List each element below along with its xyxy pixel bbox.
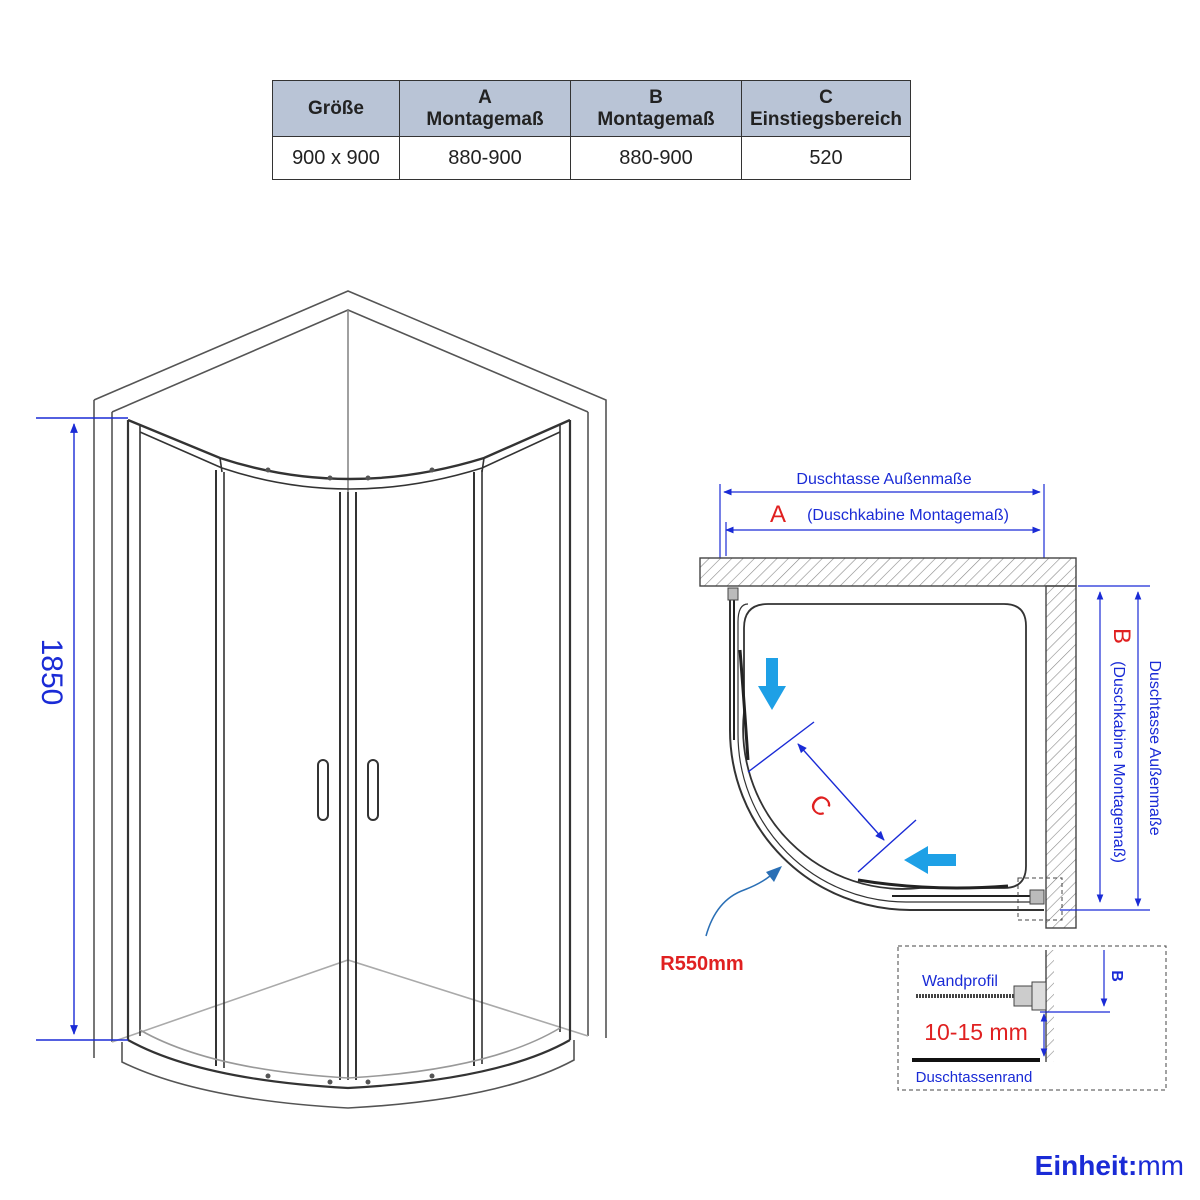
header-a-letter: A — [478, 86, 492, 108]
header-a-label: Montagemaß — [426, 108, 544, 130]
dim-a-letter: A — [770, 501, 786, 528]
plan-view: Duschtasse Außenmaße A (Duschkabine Mont… — [660, 471, 1163, 975]
cell-size: 900 x 900 — [272, 136, 400, 180]
gap-label: 10-15 mm — [924, 1019, 1028, 1045]
height-label: 1850 — [35, 639, 68, 706]
wandprofil-label: Wandprofil — [922, 973, 998, 990]
unit-label-key: Einheit: — [1034, 1150, 1138, 1181]
height-dimension — [36, 417, 128, 1041]
header-c-letter: C — [819, 86, 833, 108]
cell-c: 520 — [741, 136, 911, 180]
header-size: Größe — [272, 80, 400, 137]
detail-b-letter: B — [1108, 970, 1125, 982]
detail-view: B Wandprofil 10-15 mm Duschtassenrand — [897, 945, 1167, 1091]
dim-b-letter: B — [1108, 628, 1135, 644]
perspective-view — [93, 290, 607, 1109]
header-c: C Einstiegsbereich — [741, 80, 911, 137]
unit-label: Einheit:mm — [1035, 1150, 1184, 1182]
unit-label-value: mm — [1137, 1150, 1184, 1181]
spec-table: Größe A Montagemaß B Montagemaß C Einsti… — [272, 80, 911, 180]
dim-a-text: (Duschkabine Montagemaß) — [807, 507, 1009, 524]
opening-arrow-icon — [758, 658, 956, 874]
spec-table-row: 900 x 900 880-900 880-900 520 — [272, 136, 911, 180]
header-b: B Montagemaß — [570, 80, 742, 137]
cell-a: 880-900 — [399, 136, 571, 180]
spec-table-header-row: Größe A Montagemaß B Montagemaß C Einsti… — [272, 80, 911, 137]
dim-c-letter: C — [804, 788, 838, 823]
radius-label: R550mm — [660, 953, 743, 975]
header-b-letter: B — [649, 86, 663, 108]
header-size-label: Größe — [308, 97, 364, 119]
dim-b-text: (Duschkabine Montagemaß) — [1110, 661, 1127, 863]
header-c-label: Einstiegsbereich — [749, 108, 903, 130]
cell-b: 880-900 — [570, 136, 742, 180]
header-b-label: Montagemaß — [597, 108, 715, 130]
tray-edge-label: Duschtassenrand — [916, 1069, 1033, 1086]
tray-outer-right-label: Duschtasse Außenmaße — [1146, 660, 1163, 835]
tray-outer-top-label: Duschtasse Außenmaße — [796, 471, 971, 488]
